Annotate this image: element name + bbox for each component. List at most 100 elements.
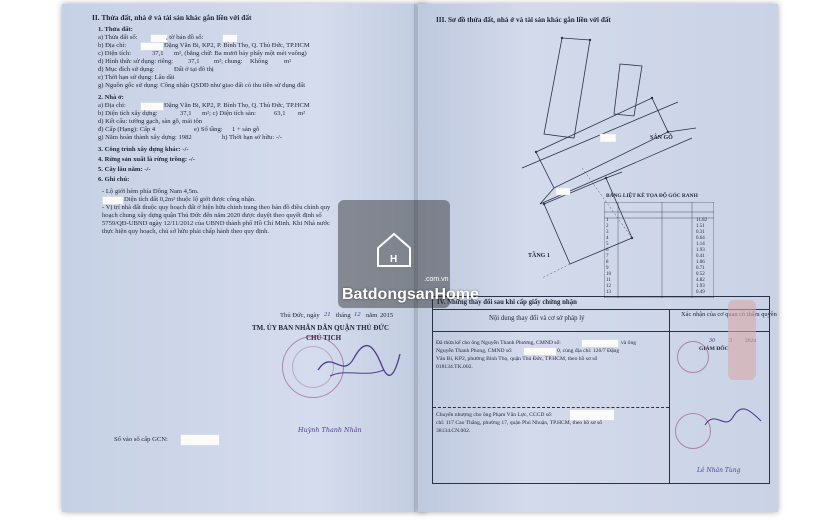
land-origin: g) Nguồn gốc sử dụng: Công nhận QSDĐ như… [98,82,306,89]
land-address-label: b) Địa chỉ: [98,42,127,49]
coord-row-index: 6 [606,248,609,253]
land-area-label: c) Diện tích: [98,50,131,57]
watermark-box: H [338,200,450,308]
house-address: Đặng Văn Bi, KP2, P. Bình Thọ, Q. Thủ Đứ… [164,102,310,109]
land-map-sheet: , tờ bản đồ số: [166,34,204,41]
coord-row-index: 10 [606,272,611,277]
house-build-area-label: b) Diện tích xây dựng: [98,110,158,117]
change1-line5: Văn Bi, KP2, phường Bình Thọ, quận Thủ Đ… [436,356,598,362]
house-floors: 1 + sàn gỗ [232,126,260,133]
right-page: III. Sơ đồ thửa đất, nhà ở và tài sản kh… [418,4,778,512]
coord-row-index: 12 [606,284,611,289]
house-floor-area-label: m²; c) Diện tích sàn: [202,110,256,117]
land-use-shared-unit: m² [284,58,292,65]
date-place: Thủ Đức, ngày [280,312,320,319]
house-grade: đ) Cấp (Hạng): Cấp 4 [98,126,156,133]
signer-name: Huỳnh Thanh Nhân [298,426,362,434]
coord-row-index: 2 [606,224,609,229]
sign-org: TM. ỦY BAN NHÂN DÂN QUẬN THỦ ĐỨC [252,324,390,332]
land-term: e) Thời hạn sử dụng: Lâu dài [98,74,175,81]
map-label-courtyard: SÂN GỖ [650,135,673,141]
signature-left [317,344,401,377]
coord-row-value: 11.82 [696,218,708,223]
note-2: Diện tích đất 0,2m² thuộc lộ giới được c… [124,196,256,203]
confirm-role: GIÁM ĐỐC [699,346,729,352]
land-purpose: Đất ở tại đô thị [174,66,214,73]
date-day: 21 [324,311,331,318]
coord-row-index: 9 [606,266,609,271]
coord-row-index: 8 [606,260,609,265]
confirm-stamp-2 [675,413,711,449]
date-year-label: năm [366,312,378,319]
house-address-label: a) Địa chỉ: [98,102,126,109]
section4-title: IV. Những thay đổi sau khi cấp giấy chứn… [437,299,577,306]
change1-line4: 0, cùng địa chỉ: 126/7 Đặng [557,348,620,354]
redacted-house-no [140,102,164,111]
svg-text:H: H [390,254,397,265]
coord-row-value: 0.71 [696,266,705,271]
land-purpose-label: đ) Mục đích sử dụng: [98,66,155,73]
watermark-domain: .com.vn [424,276,449,283]
house-header: 2. Nhà ở: [98,94,124,101]
house-year-built: g) Năm hoàn thành xây dựng: 1982 [98,134,192,141]
note-4: hoạch chung xây dựng quận Thủ Đức đến nă… [102,212,322,219]
house-floors-label: e) Số tầng: [194,126,223,133]
redacted-id-1 [581,339,619,348]
house-structure: d) Kết cấu: tường gạch, sàn gỗ, mái tôn [98,118,203,125]
confirm-stamp-1 [677,341,709,373]
coord-row-value: 1.93 [696,248,705,253]
change2-line3: 38134.CN.002. [436,428,471,434]
notes-header: 6. Ghi chú: [98,176,130,183]
section3-title: III. Sơ đồ thửa đất, nhà ở và tài sản kh… [436,16,611,24]
official-seal-inner [292,346,334,388]
coord-row-value: 0.52 [696,272,705,277]
coord-row-index: 1 [606,218,609,223]
land-address: Đặng Văn Bi, KP2, P. Bình Thọ, Q. Thủ Đứ… [164,42,310,49]
coord-row-value: 0.41 [696,254,705,259]
changes-table: IV. Những thay đổi sau khi cấp giấy chứn… [432,296,777,484]
coord-row-index: 3 [606,230,609,235]
coord-row-value: 4.82 [696,278,705,283]
coord-row-index: 7 [606,254,609,259]
section2-title: II. Thửa đất, nhà ở và tài sản khác gắn … [92,13,252,22]
signature-right [704,408,762,426]
official-seal-left [282,336,344,398]
certificate-document: II. Thửa đất, nhà ở và tài sản khác gắn … [62,4,778,512]
plot-map [521,36,697,279]
note-5: 5759/QĐ-UBND ngày 12/11/2012 của UBND th… [102,220,330,227]
map-label-floor1: TẦNG 1 [528,253,550,259]
land-use-shared-label: m²; chung: [214,58,243,65]
coord-row-value: 1.51 [696,224,705,229]
change1-line1: Đã thừa kế cho ông Nguyễn Thanh Phương, … [436,340,561,346]
house-build-area: 37,1 [180,110,192,117]
other-works: 3. Công trình xây dựng khác: -/- [98,146,189,153]
land-header: 1. Thửa đất: [98,26,133,33]
coord-row-value: 1.06 [696,260,705,265]
change1-line2: và ông [621,340,637,346]
cert-no-label: Số vào sổ cấp GCN: [114,436,168,443]
house-logo-icon: H [377,232,411,267]
coord-row-value: 0.49 [696,290,705,295]
note-3: - Vị trí nhà đất thuộc quy hoạch đất ở h… [102,204,331,211]
confirm-signer: Lê Nhân Tùng [697,467,741,474]
coord-row-value: 1.14 [696,242,705,247]
redacted-map-sheet [222,34,238,43]
coord-row-index: 4 [606,236,609,241]
coord-row-value: 0.31 [696,230,705,235]
land-use-form-label: d) Hình thức sử dụng: riêng: [98,58,174,65]
forest-item: 4. Rừng sản xuất là rừng trồng: -/- [98,156,195,163]
coord-table-title: BẢNG LIỆT KÊ TỌA ĐỘ GÓC RANH [606,193,698,199]
coord-row-value: 0.64 [696,236,705,241]
change2-line1: Chuyển nhượng cho ông Phạm Văn Lực, CCCD… [436,412,553,418]
land-use-shared: Không [250,58,268,65]
note-6: thực hiện quy hoạch, chủ sở hữu phải chấ… [102,228,270,235]
change1-line6: 018134.TK.002. [436,364,473,370]
watermark-brand: BatdongsanHome [342,286,479,303]
col1-header: Nội dung thay đổi và cơ sở pháp lý [489,315,585,322]
coord-row-index: 13 [606,290,611,295]
confirm-date-day: 30 [709,338,715,344]
land-use-private: 37,1 [188,58,200,65]
land-area: 37,1 [152,50,164,57]
coord-row-index: 11 [606,278,611,283]
coord-row-index: 5 [606,242,609,247]
